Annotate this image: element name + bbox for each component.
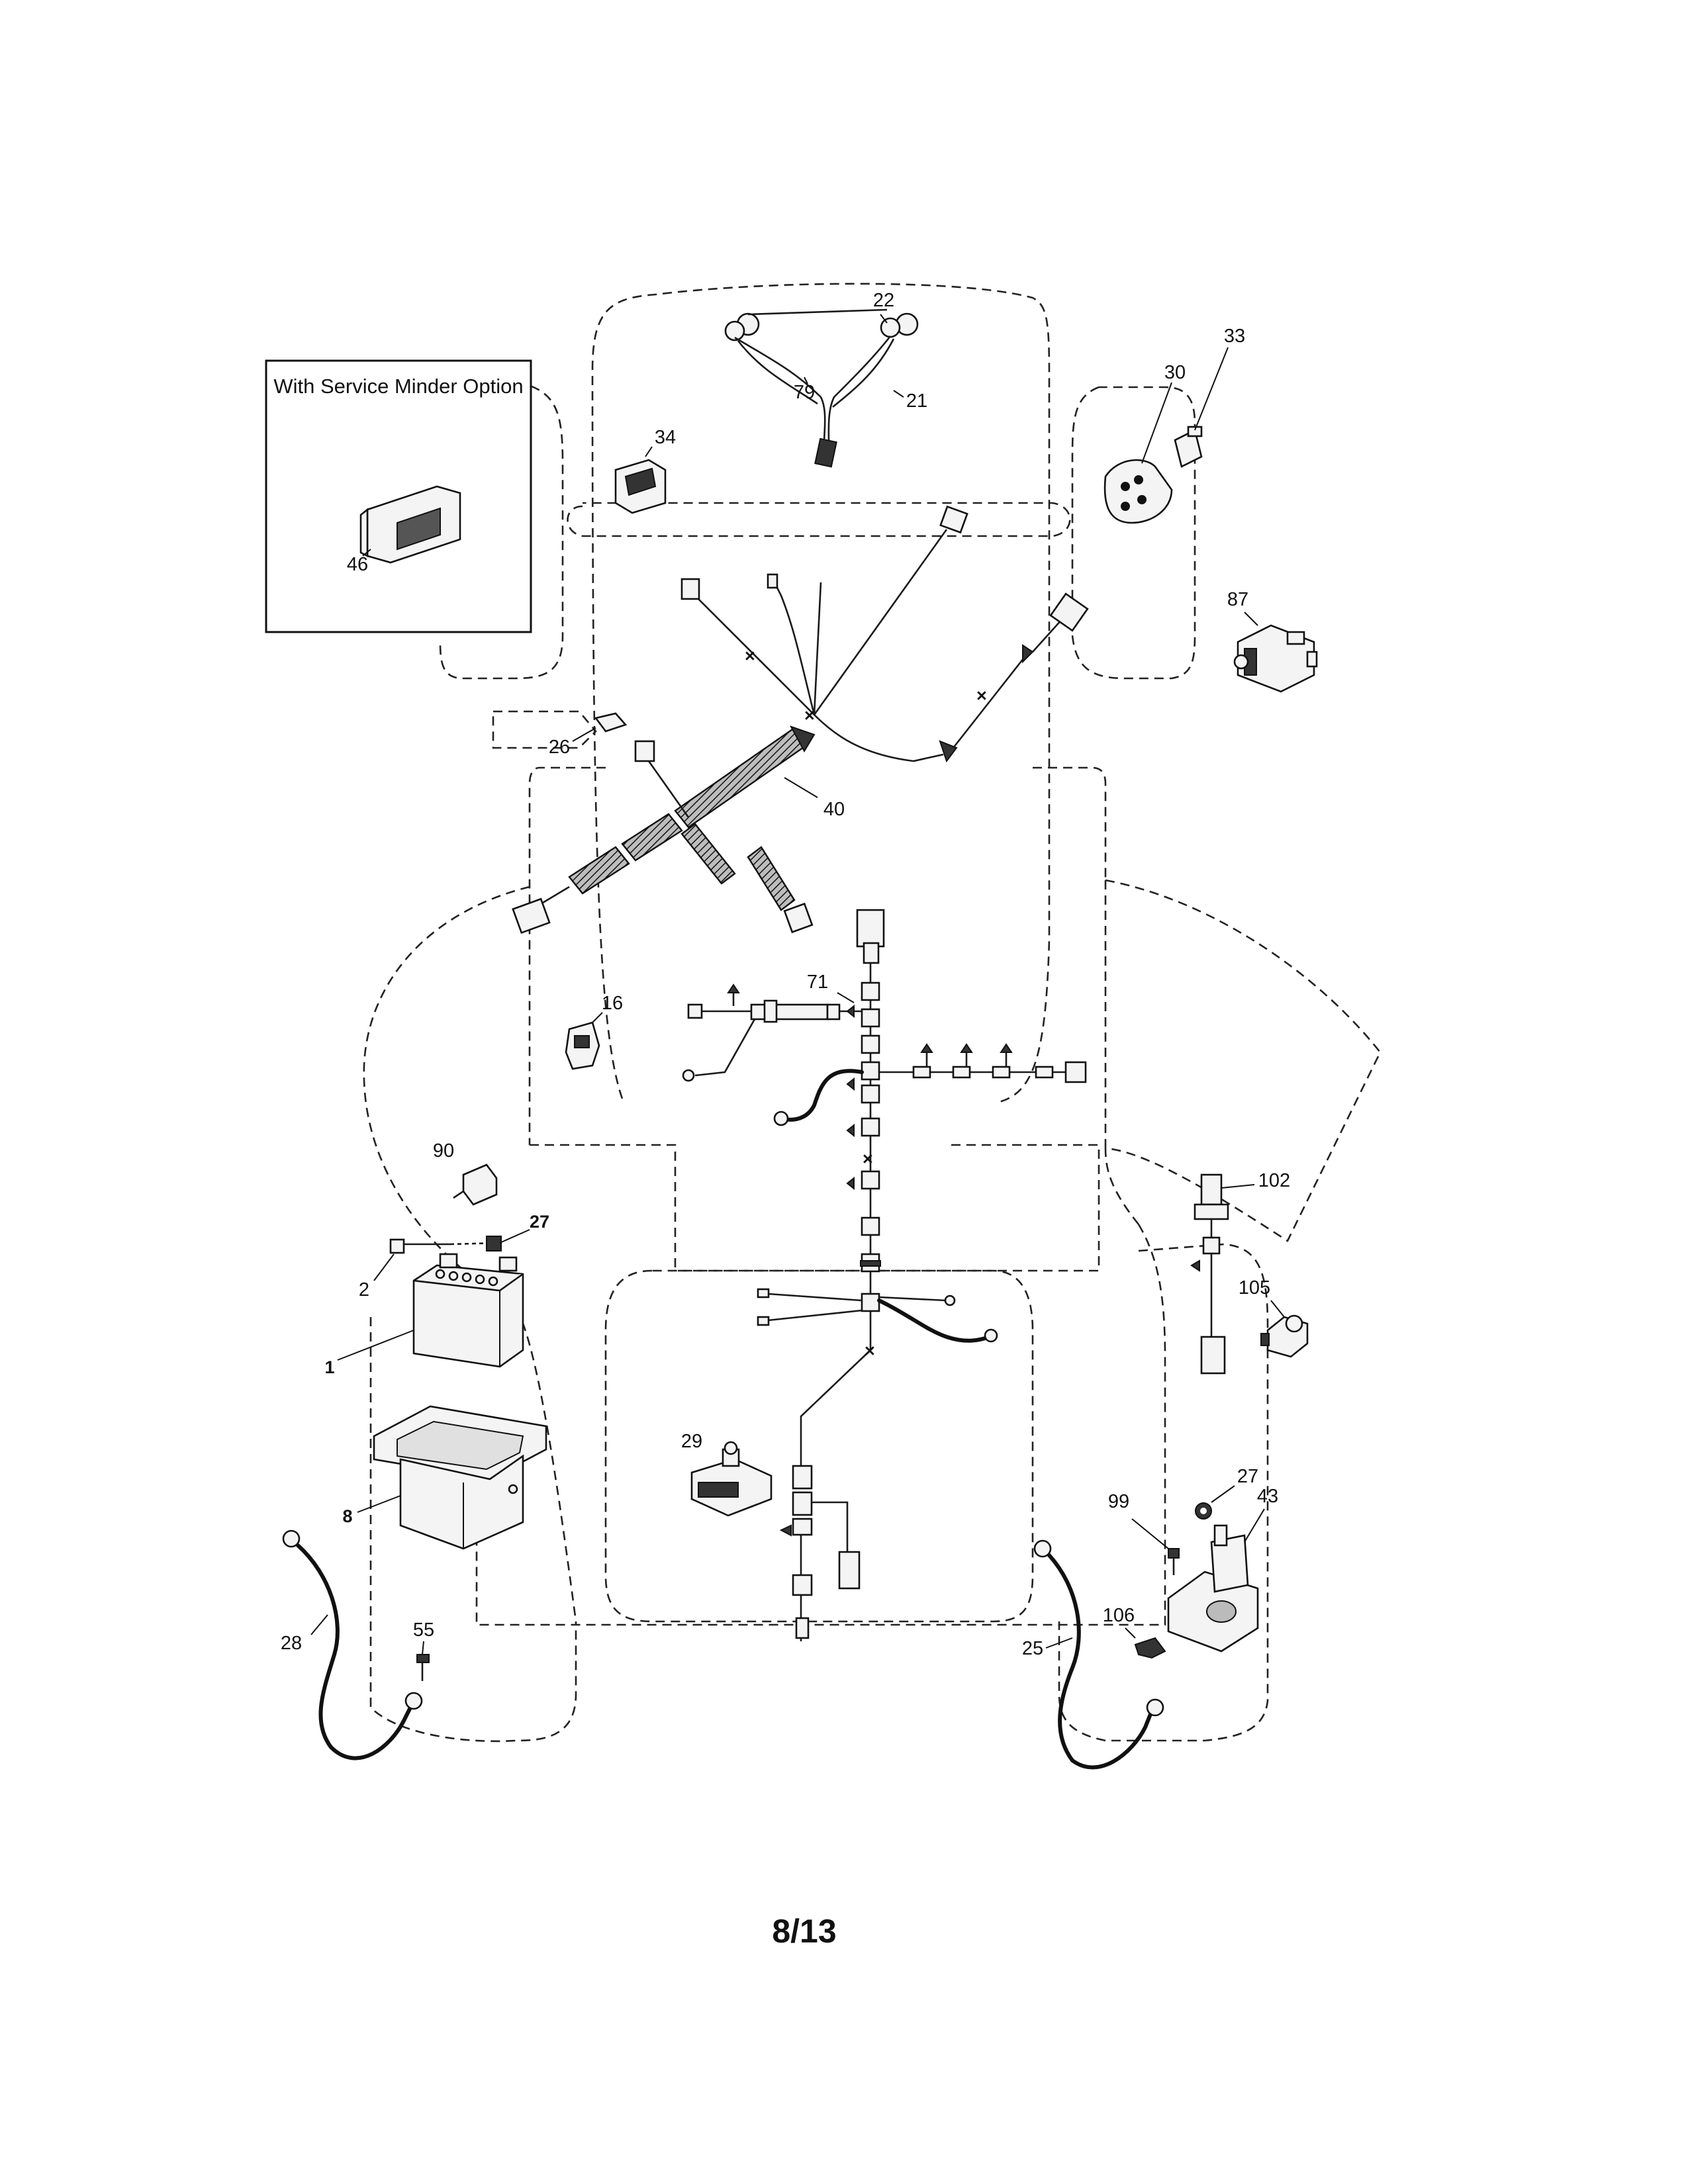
callout-8: 8 xyxy=(342,1506,352,1526)
callout-99: 99 xyxy=(1108,1491,1129,1512)
relay-switch xyxy=(1233,624,1318,693)
callout-25: 25 xyxy=(1022,1638,1043,1659)
callout-28: 28 xyxy=(281,1633,302,1654)
page-number: 8/13 xyxy=(772,1913,836,1950)
svg-text:×: × xyxy=(804,705,815,725)
svg-text:×: × xyxy=(745,646,755,666)
callout-30: 30 xyxy=(1164,362,1186,383)
svg-text:×: × xyxy=(863,1149,873,1169)
solenoid-nut xyxy=(1195,1502,1212,1520)
positive-battery-cable xyxy=(1033,1539,1164,1770)
svg-text:×: × xyxy=(976,686,987,705)
ignition-switch xyxy=(1103,459,1173,524)
callout-106: 106 xyxy=(1103,1605,1135,1626)
inset-title: With Service Minder Option xyxy=(273,375,523,398)
callout-27-solenoid: 27 xyxy=(1237,1466,1258,1487)
callout-79: 79 xyxy=(794,382,815,403)
tractor-outline xyxy=(363,283,1382,1743)
callout-16: 16 xyxy=(602,993,623,1014)
negative-battery-cable xyxy=(282,1529,423,1760)
callout-22: 22 xyxy=(873,290,894,311)
callout-102: 102 xyxy=(1258,1170,1290,1191)
seat-switch xyxy=(690,1441,773,1517)
callout-34: 34 xyxy=(655,427,676,448)
callout-29: 29 xyxy=(681,1431,702,1452)
rear-wiring-harness: × × xyxy=(682,909,1087,1641)
callout-2: 2 xyxy=(359,1279,369,1300)
interlock-switch xyxy=(565,1021,600,1070)
callout-55: 55 xyxy=(413,1619,434,1641)
fuse xyxy=(594,712,628,733)
callout-40: 40 xyxy=(823,799,845,820)
cable-clip xyxy=(1134,1637,1166,1659)
light-switch xyxy=(614,459,667,514)
callout-27-battery: 27 xyxy=(530,1212,549,1232)
callout-43: 43 xyxy=(1257,1486,1278,1507)
callout-21: 21 xyxy=(906,390,927,412)
pto-switch xyxy=(1260,1314,1309,1358)
battery-bolt xyxy=(389,1238,500,1254)
headlight-harness xyxy=(724,308,919,468)
callout-87: 87 xyxy=(1227,589,1248,610)
ignition-key xyxy=(1174,426,1203,468)
ground-bolt xyxy=(416,1654,430,1681)
main-wiring-harness: × × × xyxy=(512,505,1089,934)
starter-solenoid xyxy=(1167,1524,1259,1653)
callout-33: 33 xyxy=(1224,326,1245,347)
callout-90: 90 xyxy=(433,1140,454,1161)
service-minder-hour-meter xyxy=(359,485,461,564)
callout-46: 46 xyxy=(347,554,368,575)
callout-1: 1 xyxy=(324,1357,334,1377)
callout-71: 71 xyxy=(807,972,828,993)
battery-tray xyxy=(373,1405,547,1550)
callout-26: 26 xyxy=(549,737,570,758)
callout-105: 105 xyxy=(1239,1277,1270,1298)
battery xyxy=(412,1253,524,1368)
solenoid-bolt xyxy=(1168,1548,1180,1575)
brake-switch xyxy=(453,1163,498,1206)
service-minder-inset: With Service Minder Option 46 xyxy=(265,359,532,633)
harness-adapter xyxy=(1190,1173,1229,1375)
battery-nut xyxy=(486,1236,502,1251)
